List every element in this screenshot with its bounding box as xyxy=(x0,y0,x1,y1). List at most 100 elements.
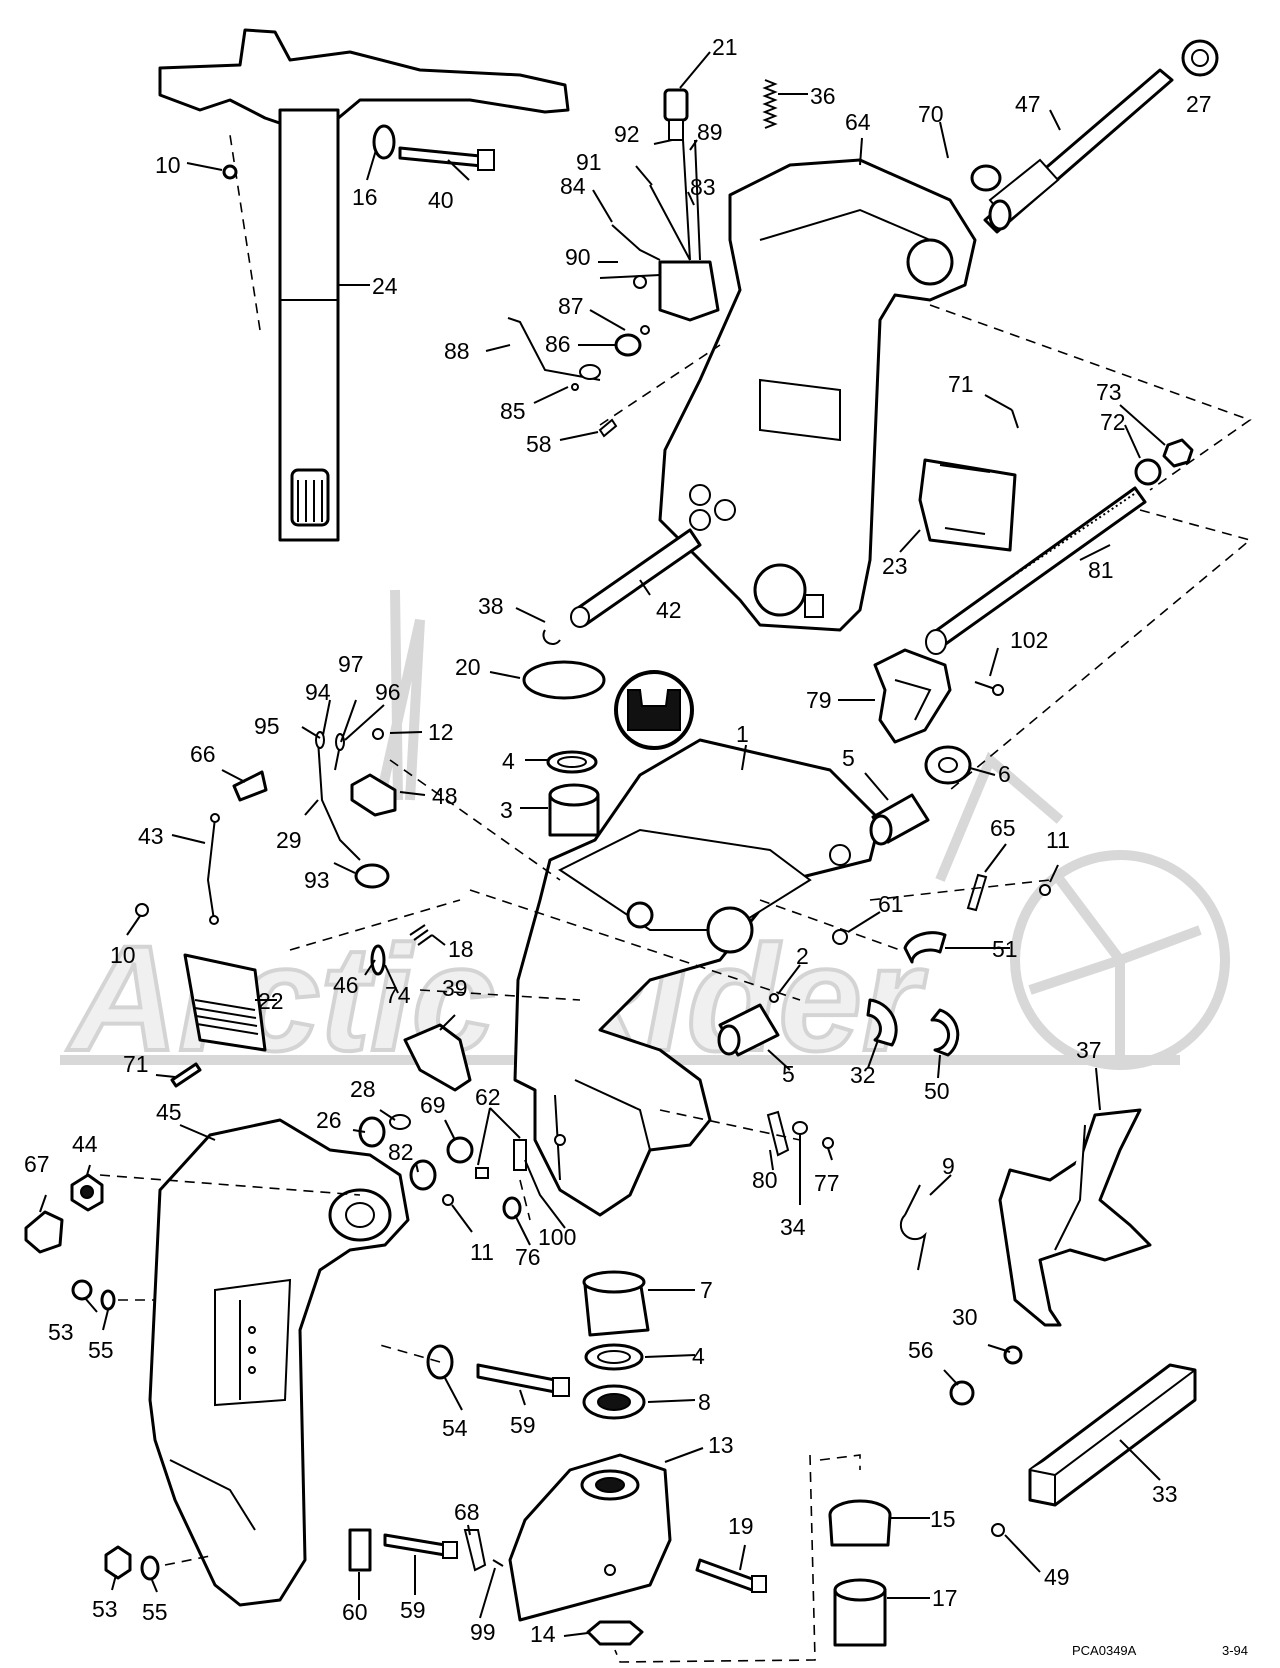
part-24-steering-shaft xyxy=(158,28,570,542)
callout-labels: 21 36 27 70 47 64 92 89 91 83 84 10 16 4… xyxy=(24,34,1212,1647)
callout-33: 33 xyxy=(1152,1481,1178,1507)
callout-46: 46 xyxy=(333,972,359,998)
part-59-bolt-upper xyxy=(476,1363,570,1397)
part-53-nut-upper xyxy=(71,1279,93,1301)
callout-54: 54 xyxy=(442,1415,468,1441)
callout-10-lower: 10 xyxy=(110,942,136,968)
part-71-screw-upper xyxy=(1011,409,1019,429)
part-5-bushing-upper xyxy=(869,793,930,846)
callout-9: 9 xyxy=(942,1153,955,1179)
callout-5-lower: 5 xyxy=(782,1061,795,1087)
callout-39: 39 xyxy=(442,975,468,1001)
callout-45: 45 xyxy=(156,1099,182,1125)
part-9-spring xyxy=(899,1184,927,1271)
part-99-pin xyxy=(492,1559,504,1567)
callout-17: 17 xyxy=(932,1585,958,1611)
watermark-handlebar xyxy=(935,751,1064,882)
callout-43: 43 xyxy=(138,823,164,849)
callout-50: 50 xyxy=(924,1078,950,1104)
callout-73: 73 xyxy=(1096,379,1122,405)
callout-62: 62 xyxy=(475,1084,501,1110)
part-56-screw xyxy=(949,1380,975,1406)
part-64-swivel-bracket xyxy=(658,158,977,632)
part-8-seal xyxy=(582,1384,646,1420)
part-34-washer xyxy=(792,1121,808,1135)
part-48-clamp xyxy=(350,773,397,817)
part-58-screw xyxy=(598,418,618,438)
callout-4-lower: 4 xyxy=(692,1343,705,1369)
part-61-screw xyxy=(832,929,848,945)
callout-10-upper: 10 xyxy=(155,152,181,178)
callout-2: 2 xyxy=(796,943,809,969)
callout-29: 29 xyxy=(276,827,302,853)
callout-79: 79 xyxy=(806,687,832,713)
part-10-screw xyxy=(222,164,238,180)
callout-88: 88 xyxy=(444,338,470,364)
callout-80: 80 xyxy=(752,1167,778,1193)
part-11-screw-lower xyxy=(442,1194,454,1206)
callout-14: 14 xyxy=(530,1621,556,1647)
part-51-clip xyxy=(903,931,947,964)
callout-6: 6 xyxy=(998,761,1011,787)
part-40-bolt xyxy=(372,124,495,171)
part-82-bolt xyxy=(409,1159,437,1191)
callout-82: 82 xyxy=(388,1139,414,1165)
callout-72: 72 xyxy=(1100,409,1126,435)
part-12-screw xyxy=(372,728,384,740)
callout-87: 87 xyxy=(558,293,584,319)
callout-56: 56 xyxy=(908,1337,934,1363)
callout-38: 38 xyxy=(478,593,504,619)
part-1-stern-bracket xyxy=(513,738,882,1217)
callout-8: 8 xyxy=(698,1389,711,1415)
part-73-nut xyxy=(1162,438,1194,468)
callout-49: 49 xyxy=(1044,1564,1070,1590)
callout-42: 42 xyxy=(656,597,682,623)
callout-26: 26 xyxy=(316,1107,342,1133)
part-5-bushing-lower xyxy=(717,1003,780,1057)
part-13-steering-yoke xyxy=(508,1453,672,1622)
part-50-cam xyxy=(930,1008,960,1057)
part-14-nut xyxy=(586,1620,644,1646)
callout-11-lower: 11 xyxy=(470,1239,494,1265)
callout-15: 15 xyxy=(930,1506,956,1532)
part-21-fitting xyxy=(663,88,689,141)
part-43-ground-wire xyxy=(206,813,220,925)
part-22-cover xyxy=(183,953,267,1052)
part-15-bushing xyxy=(828,1499,892,1547)
part-44-nut xyxy=(70,1173,104,1212)
part-36-spring xyxy=(762,79,778,129)
callout-23: 23 xyxy=(882,553,908,579)
callout-55-upper: 55 xyxy=(88,1337,114,1363)
watermark-wheel-spokes xyxy=(1028,877,1202,1065)
callout-71-upper: 71 xyxy=(948,371,974,397)
part-3-bushing xyxy=(548,783,600,837)
callout-94: 94 xyxy=(305,679,331,705)
callout-22: 22 xyxy=(258,988,284,1014)
part-62-plate xyxy=(475,1139,527,1179)
callout-4-upper: 4 xyxy=(502,748,515,774)
callout-5-upper: 5 xyxy=(842,745,855,771)
leader-lines xyxy=(39,51,1166,1637)
part-29-wire-harness xyxy=(315,731,390,889)
callout-28: 28 xyxy=(350,1076,376,1102)
callout-32: 32 xyxy=(850,1062,876,1088)
callout-67: 67 xyxy=(24,1151,50,1177)
part-33-pad xyxy=(1028,1363,1197,1507)
part-7-bushing xyxy=(582,1270,650,1337)
drawing-code: PCA0349A xyxy=(1072,1643,1137,1658)
part-53-nut-lower xyxy=(104,1545,132,1580)
part-19-bolt xyxy=(695,1558,767,1593)
part-59-bolt-lower xyxy=(383,1533,458,1559)
callout-27: 27 xyxy=(1186,91,1212,117)
callout-97: 97 xyxy=(338,651,364,677)
part-76-screw xyxy=(502,1196,522,1220)
part-79-tilt-bracket xyxy=(873,648,952,744)
callout-84: 84 xyxy=(560,173,586,199)
callout-16: 16 xyxy=(352,184,378,210)
callout-47: 47 xyxy=(1015,91,1041,117)
callout-99: 99 xyxy=(470,1619,496,1645)
callout-58: 58 xyxy=(526,431,552,457)
callout-96: 96 xyxy=(375,679,401,705)
